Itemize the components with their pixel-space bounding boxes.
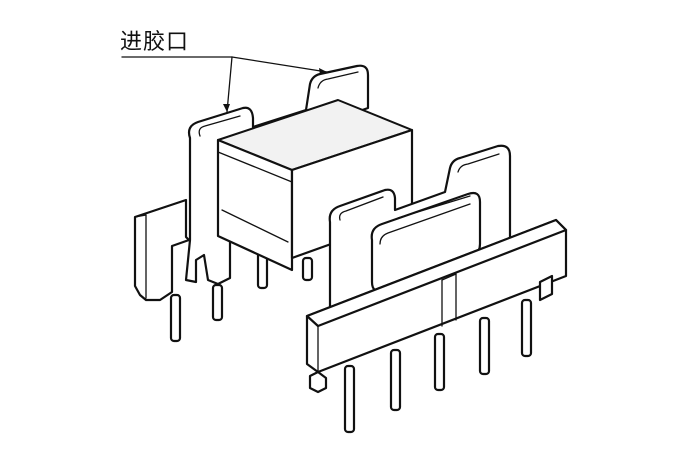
callout-leader: [121, 56, 328, 113]
front-pin-rail: [305, 218, 568, 394]
front-pins: [343, 298, 533, 434]
back-pin-rail: [133, 198, 191, 302]
core-body: [216, 99, 414, 272]
gate-callout-label: 进胶口: [120, 30, 190, 55]
